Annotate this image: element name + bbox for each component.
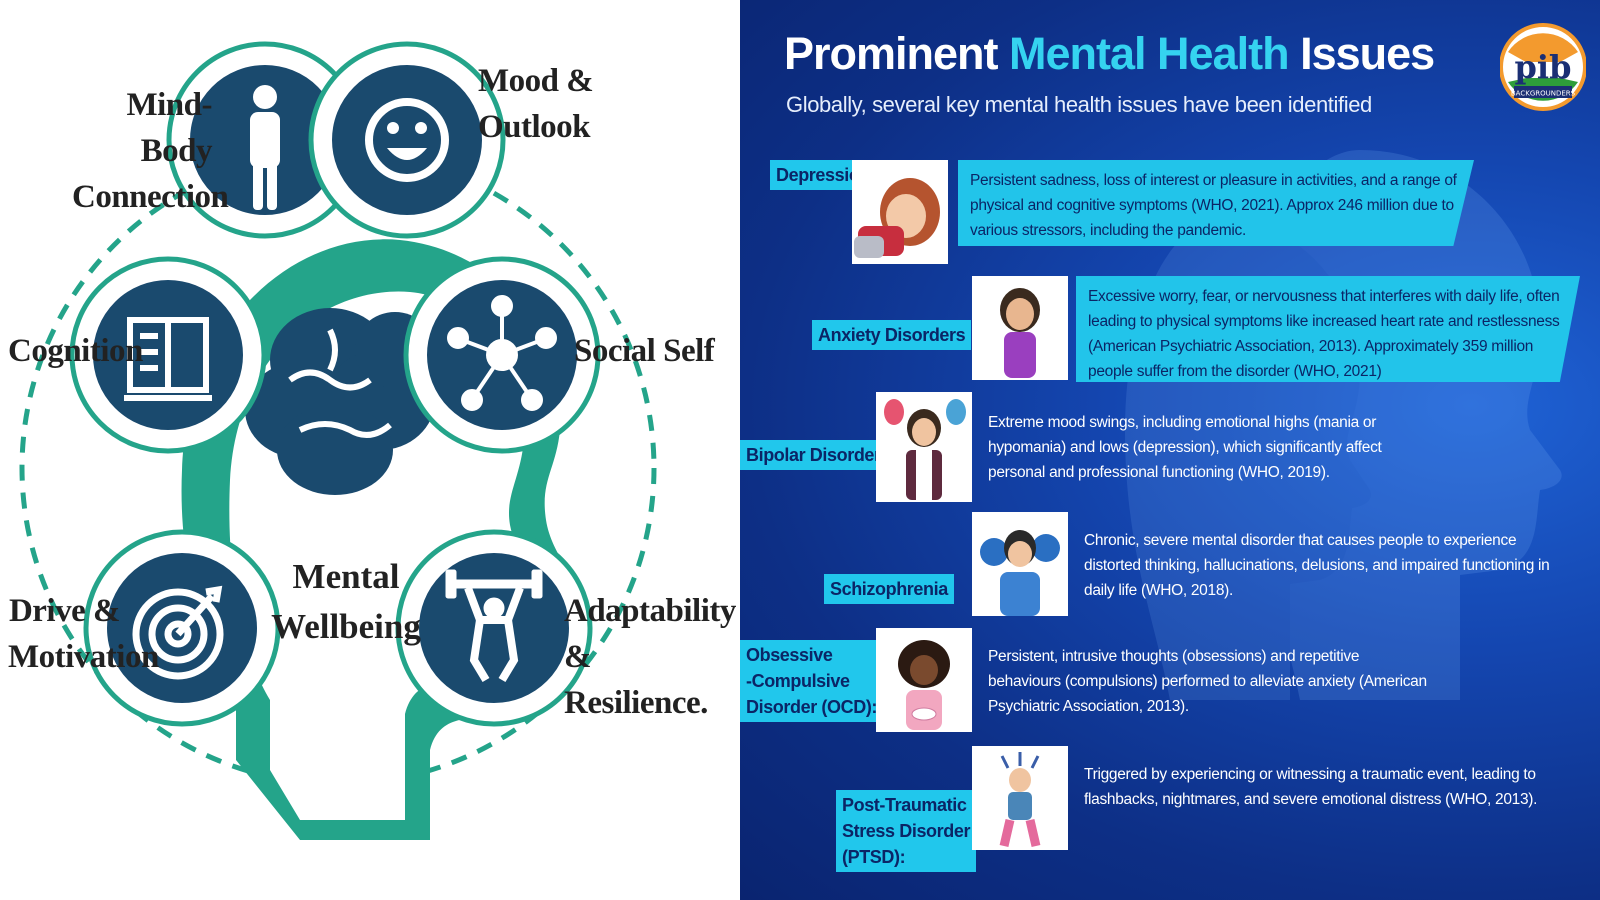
smiley-icon <box>365 98 449 182</box>
issue-desc-anxiety: Excessive worry, fear, or nervousness th… <box>1076 276 1580 382</box>
wellbeing-graphic <box>19 41 657 840</box>
drive-label: Drive & Motivation <box>8 593 159 675</box>
trauma-person-icon <box>999 752 1041 848</box>
bipolar-illustration <box>876 392 972 502</box>
target-icon <box>132 585 224 680</box>
mental-health-issues-panel: Prominent Mental Health Issues Globally,… <box>740 0 1600 900</box>
drive-node <box>83 529 281 727</box>
issue-tag-ocd: Obsessive -Compulsive Disorder (OCD): <box>740 640 884 722</box>
panel-divider <box>736 0 740 900</box>
worried-person-icon <box>1000 288 1040 378</box>
social-node <box>403 256 601 454</box>
adapt-node <box>395 529 593 727</box>
schizophrenia-illustration <box>972 512 1068 616</box>
issue-tag-ptsd: Post-Traumatic Stress Disorder (PTSD): <box>836 790 977 872</box>
issue-desc-bipolar: Extreme mood swings, including emotional… <box>988 414 1382 481</box>
mood-label: Mood & Outlook <box>478 63 594 145</box>
pib-logo: pib BACKGROUNDERS <box>1500 23 1586 111</box>
issue-desc-depression: Persistent sadness, loss of interest or … <box>958 160 1474 246</box>
logo-text: pib <box>1515 48 1572 86</box>
network-icon <box>447 295 557 411</box>
mental-wellbeing-diagram: Mind-Body Connection Mood & Outlook Cogn… <box>0 0 736 900</box>
weightlifter-icon <box>445 569 543 683</box>
issue-tag-bipolar: Bipolar Disorder <box>740 440 887 470</box>
mood-node <box>308 41 506 239</box>
masks-person-icon <box>884 399 966 500</box>
issue-tag-anxiety: Anxiety Disorders <box>812 320 972 350</box>
ocd-illustration <box>876 628 972 732</box>
issue-desc-schizophrenia: Chronic, severe mental disorder that cau… <box>1084 532 1550 599</box>
mind-body-node <box>166 41 364 239</box>
issue-tag-schizophrenia: Schizophrenia <box>824 574 954 604</box>
depression-illustration <box>852 160 948 264</box>
distressed-person-icon <box>980 530 1060 616</box>
mind-body-label: Mind-Body Connection <box>72 87 229 215</box>
logo-subtext: BACKGROUNDERS <box>1511 90 1576 98</box>
anxiety-illustration <box>972 276 1068 380</box>
sad-person-icon <box>854 178 940 258</box>
adapt-label: Adaptability & Resilience. <box>564 593 736 721</box>
person-icon <box>250 85 280 210</box>
page-title: Prominent Mental Health Issues <box>784 28 1435 79</box>
page-subtitle: Globally, several key mental health issu… <box>786 92 1372 117</box>
cognition-node <box>69 256 267 454</box>
ptsd-illustration <box>972 746 1068 850</box>
brain-icon <box>245 308 435 495</box>
center-label: Mental Wellbeing <box>271 557 421 646</box>
social-label: Social Self <box>574 333 715 369</box>
issue-desc-ocd: Persistent, intrusive thoughts (obsessio… <box>988 648 1427 715</box>
book-icon <box>124 317 212 401</box>
issue-desc-ptsd: Triggered by experiencing or witnessing … <box>1084 766 1538 808</box>
cognition-label: Cognition <box>8 333 143 369</box>
hand-washing-person-icon <box>898 640 950 730</box>
